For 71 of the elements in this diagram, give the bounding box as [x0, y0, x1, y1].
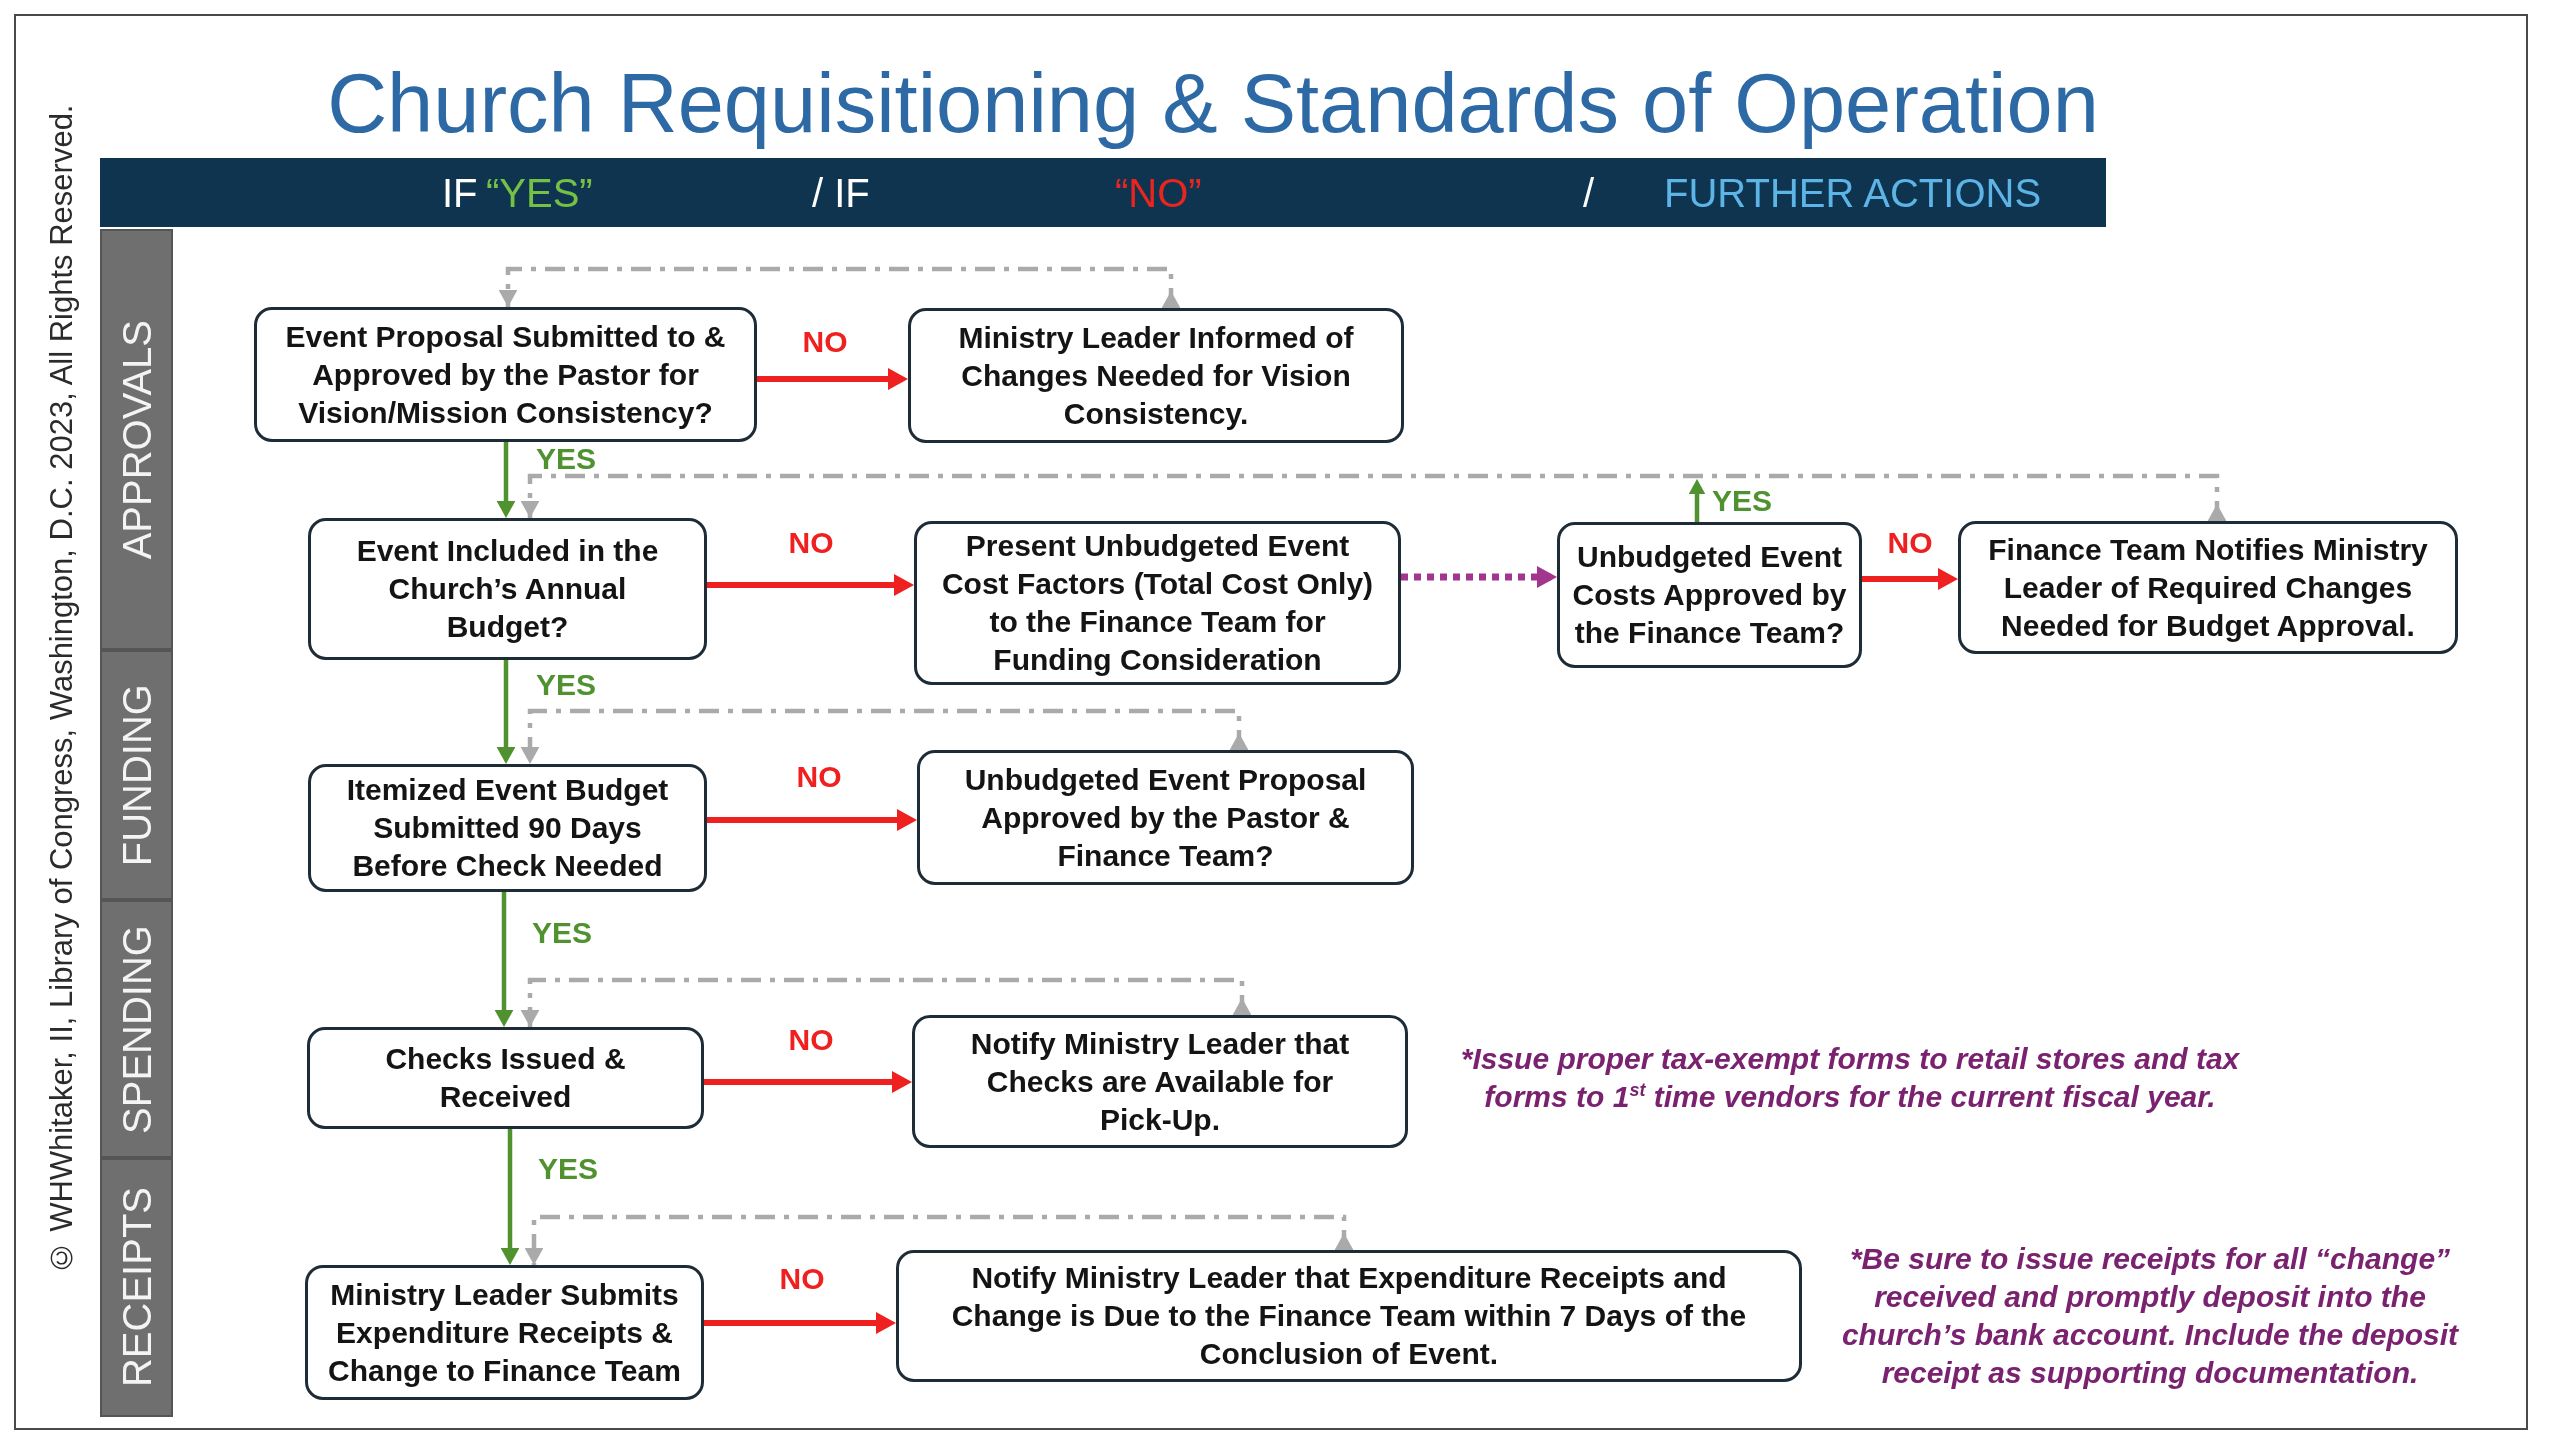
step-box — [914, 521, 1401, 685]
header-text: “YES” — [486, 170, 593, 215]
edge-label: NO — [788, 1027, 834, 1053]
arrow — [704, 1071, 912, 1093]
edge-label: NO — [1887, 530, 1933, 556]
step-text: Unbudgeted Event Proposal Approved by the Pastor & Finance Team? — [963, 761, 1368, 874]
step-box — [1958, 521, 2458, 654]
arrow — [707, 809, 917, 831]
return-arrow — [525, 1214, 1353, 1265]
section-label: RECEIPTS — [114, 1187, 159, 1388]
arrow — [495, 892, 513, 1027]
note-text: *Issue proper tax-exempt forms to retail stores and tax forms to 1$^{st}$ time vendors for the current fiscal year. — [1459, 1041, 2241, 1115]
edge-label: YES — [536, 672, 597, 698]
arrow — [707, 574, 914, 596]
step-text: Itemized Event Budget Submitted 90 Days Before Check Needed — [345, 772, 670, 884]
arrow — [1862, 568, 1958, 590]
step-text: Event Proposal Submitted to & Approved by the Pastor for Vision/Mission Consistency? — [284, 318, 727, 431]
edge-label: YES — [538, 1156, 599, 1182]
step-box — [308, 518, 707, 660]
step-box — [912, 1015, 1408, 1148]
arrow — [757, 368, 908, 390]
arrow — [497, 660, 515, 764]
header-bar — [100, 158, 2106, 227]
title: Church Requisitioning & Standards of Operation — [327, 59, 2099, 149]
section-band — [100, 900, 173, 1158]
step-text: Event Included in the Church’s Annual Budget? — [355, 533, 660, 645]
step-text: Notify Ministry Leader that Expenditure Receipts and Change is Due to the Finance Team within 7 Days of the Conclusion of Event. — [950, 1260, 1748, 1372]
step-box — [908, 308, 1404, 443]
step-text: Present Unbudgeted Event Cost Factors (Total Cost Only) to the Finance Team for Funding Consideration — [940, 528, 1375, 678]
header-text: / IF — [812, 170, 870, 215]
section-label: FUNDING — [114, 683, 159, 867]
copyright-notice: © WHWhitaker, II, Library of Congress, Washington, D.C. 2023, All Rights Reserved. — [44, 104, 80, 1276]
step-box — [307, 1027, 704, 1129]
step-box — [1557, 522, 1862, 668]
return-arrow — [521, 708, 1248, 764]
return-arrow — [499, 266, 1180, 308]
edge-label: NO — [788, 530, 834, 556]
step-box — [254, 307, 757, 442]
step-text: Finance Team Notifies Ministry Leader of Required Changes Needed for Budget Approval. — [1987, 531, 2429, 644]
section-band — [100, 229, 173, 650]
step-box — [305, 1265, 704, 1400]
arrow — [704, 1312, 896, 1334]
step-box — [917, 750, 1414, 885]
arrow — [1689, 479, 1705, 522]
return-arrow — [521, 473, 2226, 521]
step-text: Unbudgeted Event Costs Approved by the Finance Team? — [1571, 539, 1848, 651]
dotted-arrow — [1401, 567, 1557, 587]
section-band — [100, 650, 173, 900]
arrow — [501, 1129, 519, 1265]
step-text: Ministry Leader Informed of Changes Needed for Vision Consistency. — [957, 319, 1355, 432]
section-label: APPROVALS — [114, 319, 159, 560]
step-box — [308, 764, 707, 892]
note-text: *Be sure to issue receipts for all “change” received and promptly deposit into the church’s bank account. Include the deposit receipt as supporting documentation. — [1840, 1241, 2460, 1391]
section-band — [100, 1158, 173, 1417]
header-text: “NO” — [1115, 170, 1202, 215]
header-text: FURTHER ACTIONS — [1664, 170, 2042, 215]
edge-label: NO — [779, 1266, 825, 1292]
return-arrow — [521, 977, 1251, 1027]
edge-label: NO — [796, 764, 842, 790]
step-text: Ministry Leader Submits Expenditure Receipts & Change to Finance Team — [327, 1276, 682, 1389]
header-text: / — [1583, 170, 1595, 215]
section-label: SPENDING — [114, 924, 159, 1134]
step-box — [896, 1250, 1802, 1382]
header-text: IF — [442, 170, 478, 215]
step-text: Checks Issued & Received — [384, 1041, 627, 1115]
edge-label: NO — [802, 329, 848, 355]
edge-label: YES — [1712, 488, 1773, 514]
arrow — [497, 442, 515, 518]
edge-label: YES — [536, 446, 597, 472]
step-text: Notify Ministry Leader that Checks are Available for Pick-Up. — [969, 1025, 1351, 1138]
edge-label: YES — [532, 920, 593, 946]
